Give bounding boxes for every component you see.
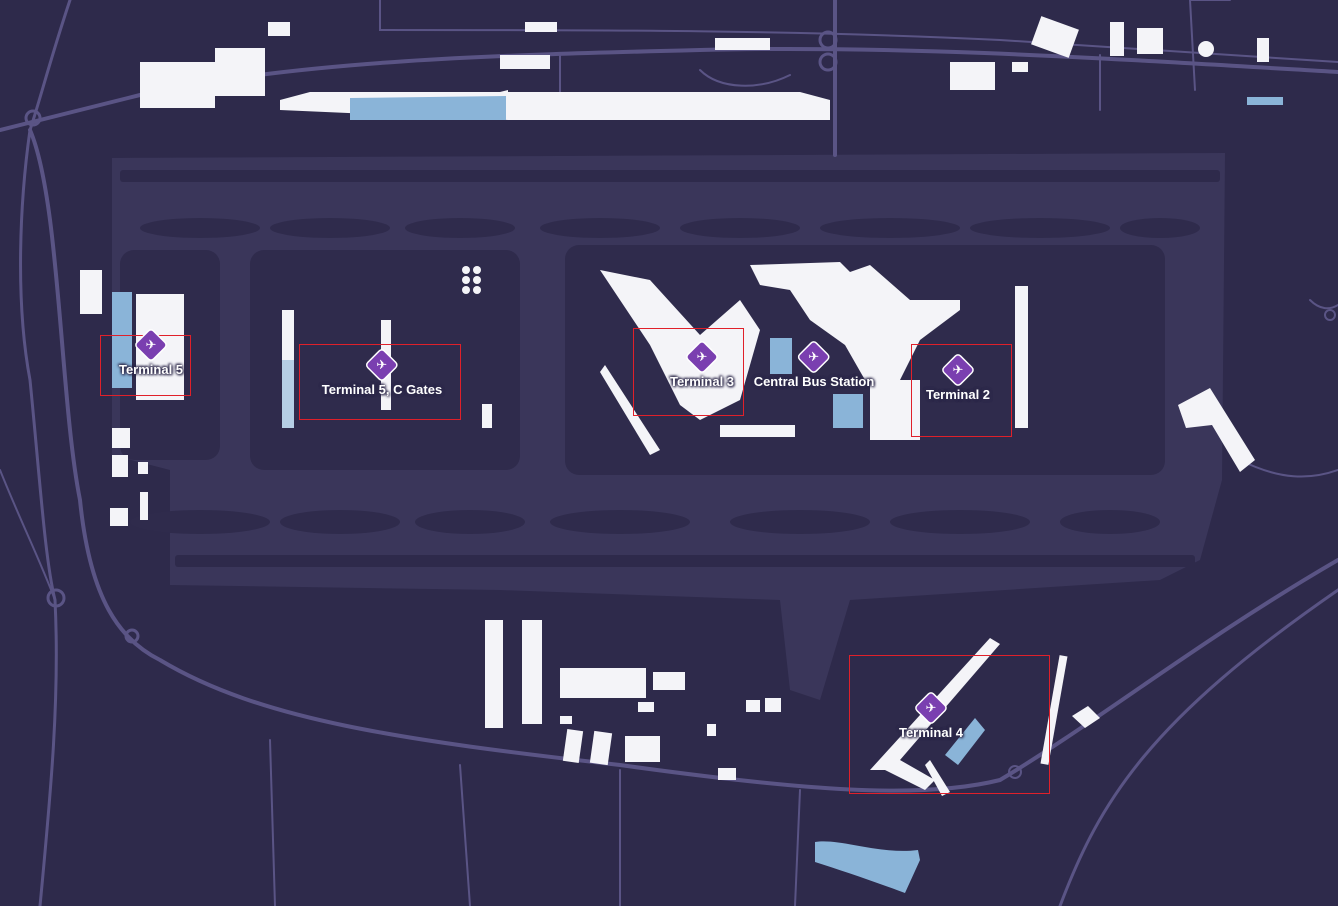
blue-areas (112, 96, 1283, 893)
poi-label: Terminal 5 (118, 362, 184, 377)
runways (120, 170, 1220, 567)
airplane-icon: ✈ (915, 692, 947, 724)
airplane-icon: ✈ (798, 341, 830, 373)
poi-label: Terminal 4 (898, 725, 964, 740)
airplane-icon: ✈ (686, 341, 718, 373)
poi-terminal-5c[interactable]: ✈ Terminal 5, C Gates (321, 349, 443, 397)
poi-label: Central Bus Station (753, 374, 875, 389)
airplane-icon: ✈ (135, 329, 167, 361)
poi-label: Terminal 3 (669, 374, 735, 389)
poi-label: Terminal 5, C Gates (321, 382, 443, 397)
poi-central-bus-station[interactable]: ✈ Central Bus Station (753, 341, 875, 389)
poi-terminal-4[interactable]: ✈ Terminal 4 (898, 692, 964, 740)
poi-label: Terminal 2 (925, 387, 991, 402)
airplane-icon: ✈ (366, 349, 398, 381)
poi-terminal-5[interactable]: ✈ Terminal 5 (118, 329, 184, 377)
airplane-icon: ✈ (942, 354, 974, 386)
poi-terminal-3[interactable]: ✈ Terminal 3 (669, 341, 735, 389)
poi-terminal-2[interactable]: ✈ Terminal 2 (925, 354, 991, 402)
